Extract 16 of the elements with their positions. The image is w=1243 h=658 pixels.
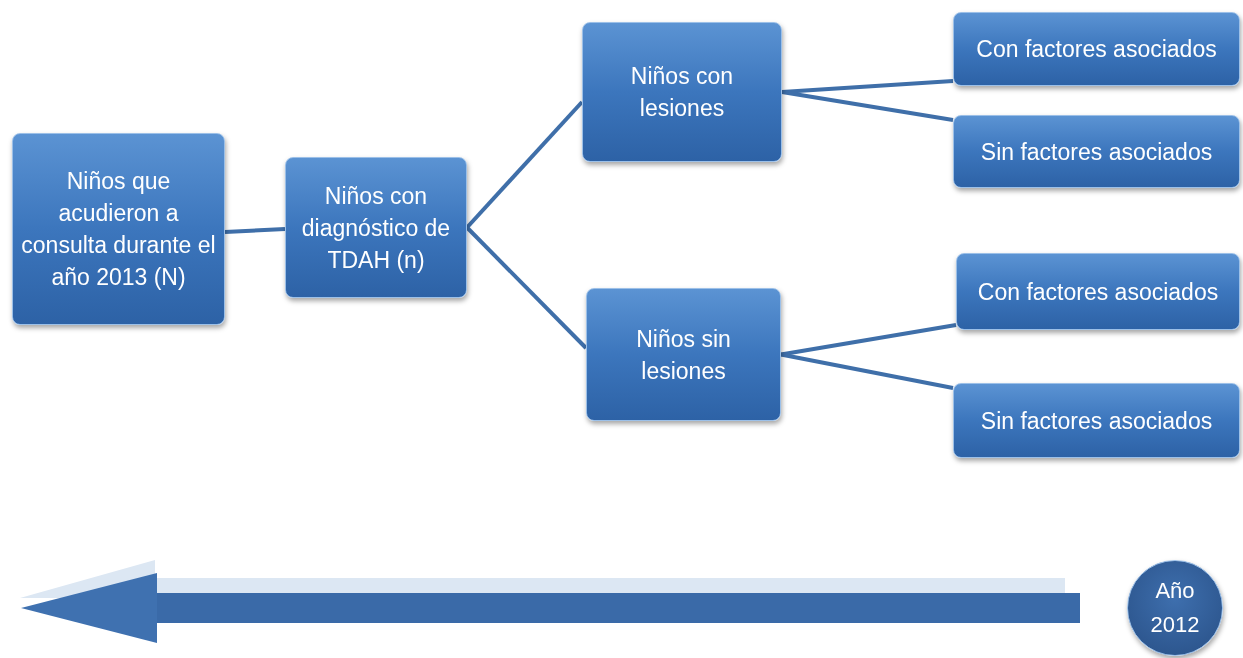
process-box: Niños que acudieron a consulta durante el año 2013 (N) [12,133,225,325]
year-circle: Año 2012 [1127,560,1223,656]
connector-line [781,90,954,122]
connector-line [780,323,957,357]
process-box: Con factores asociados [953,12,1240,86]
process-box: Niños con diagnóstico de TDAH (n) [285,157,467,298]
process-box: Sin factores asociados [953,383,1240,458]
timeline-arrow [21,573,1080,643]
connector-line [465,100,584,229]
process-box: Niños con lesiones [582,22,782,162]
process-box: Niños sin lesiones [586,288,781,421]
connector-line [224,227,286,234]
connector-line [780,352,954,390]
connector-line [465,226,588,350]
process-box: Sin factores asociados [953,115,1240,188]
process-box: Con factores asociados [956,253,1240,330]
